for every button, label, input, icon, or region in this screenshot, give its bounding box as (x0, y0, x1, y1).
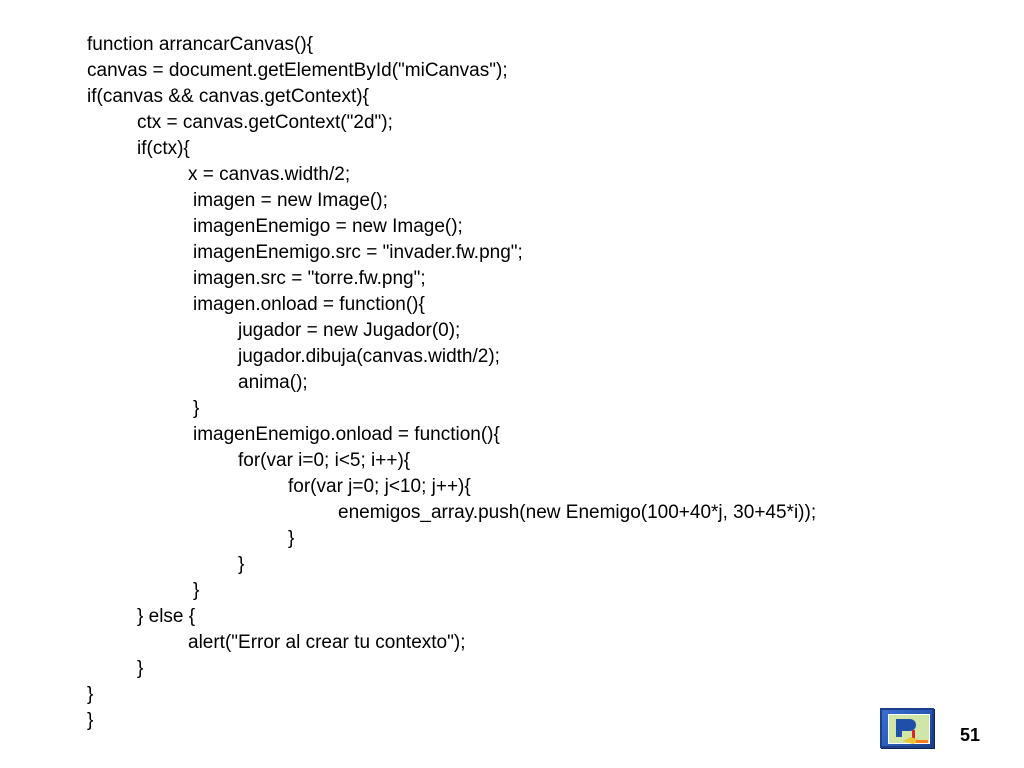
logo-mark (896, 719, 928, 744)
code-line-24: alert("Error al crear tu contexto"); (188, 632, 466, 653)
code-block: function arrancarCanvas(){ canvas = docu… (0, 32, 1024, 752)
code-line-3: if(canvas && canvas.getContext){ (87, 86, 369, 107)
page-number: 51 (960, 725, 981, 745)
code-line-6: x = canvas.width/2; (188, 164, 351, 185)
code-line-23: } else { (137, 606, 196, 627)
code-line-27: } (87, 710, 94, 731)
code-line-16: imagenEnemigo.onload = function(){ (193, 424, 500, 445)
code-line-13: jugador.dibuja(canvas.width/2); (238, 346, 500, 367)
code-line-1: function arrancarCanvas(){ (87, 34, 313, 55)
code-line-4: ctx = canvas.getContext("2d"); (137, 112, 393, 133)
code-line-26: } (87, 684, 94, 705)
code-line-25: } (137, 658, 144, 679)
code-line-14: anima(); (238, 372, 308, 393)
code-line-5: if(ctx){ (137, 138, 190, 159)
code-line-15: } (193, 398, 200, 419)
code-line-22: } (193, 580, 200, 601)
code-line-10: imagen.src = "torre.fw.png"; (193, 268, 426, 289)
code-line-18: for(var j=0; j<10; j++){ (288, 476, 471, 497)
code-line-9: imagenEnemigo.src = "invader.fw.png"; (193, 242, 523, 263)
code-line-8: imagenEnemigo = new Image(); (193, 216, 463, 237)
code-line-20: } (288, 528, 295, 549)
code-line-7: imagen = new Image(); (193, 190, 388, 211)
presentation-logo-icon (880, 708, 934, 748)
code-line-19: enemigos_array.push(new Enemigo(100+40*j… (338, 502, 817, 523)
code-line-21: } (238, 554, 245, 575)
code-line-11: imagen.onload = function(){ (193, 294, 425, 315)
code-line-12: jugador = new Jugador(0); (238, 320, 461, 341)
code-line-17: for(var i=0; i<5; i++){ (238, 450, 411, 471)
code-line-2: canvas = document.getElementById("miCanv… (87, 60, 508, 81)
